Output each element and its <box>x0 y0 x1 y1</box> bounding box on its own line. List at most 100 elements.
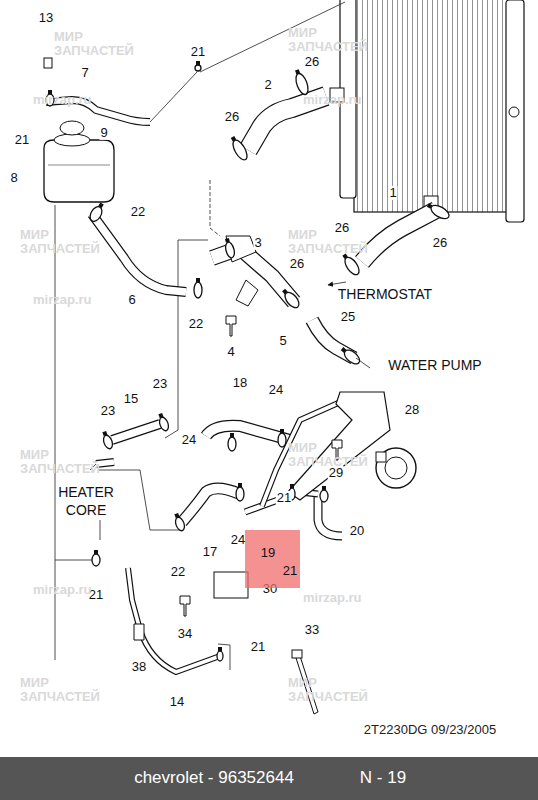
clamp-screw <box>231 136 236 141</box>
callout-number: 9 <box>99 126 108 140</box>
clamp-screw <box>427 203 432 208</box>
callout-number: 21 <box>190 45 206 59</box>
callout-number: 33 <box>304 623 320 637</box>
throttle-bore <box>385 457 407 479</box>
footer-text: chevrolet - 96352644 <box>134 768 294 788</box>
clamp-screw <box>218 647 222 651</box>
hose-clamp <box>174 516 186 532</box>
mounting-plate <box>214 572 248 598</box>
throttle-body <box>376 448 416 488</box>
callout-number: 26 <box>334 221 350 235</box>
watermark: МИР ЗАПЧАСТЕЙ <box>288 26 372 55</box>
bolt <box>180 596 190 616</box>
callout-number: 25 <box>340 310 356 324</box>
callout-number: 26 <box>224 110 240 124</box>
callout-number: 8 <box>9 171 18 185</box>
callout-number: 13 <box>38 11 54 25</box>
annotation: 2T2230DG 09/23/2005 <box>364 723 496 737</box>
hose-clamp <box>102 434 114 450</box>
clamp-screw <box>322 486 326 490</box>
callout-number: 21 <box>14 133 30 147</box>
callout-number: 21 <box>250 640 266 654</box>
callout-number: 22 <box>188 317 204 331</box>
clamp-screw <box>225 238 230 243</box>
watermark: mirzap.ru <box>33 293 117 307</box>
hose-clamp <box>320 490 328 502</box>
clamp-screw <box>282 289 288 295</box>
watermark: МИР ЗАПЧАСТЕЙ <box>288 676 372 705</box>
housing-bracket <box>236 280 258 306</box>
callout-number: 21 <box>276 491 292 505</box>
callout-number: 28 <box>404 403 420 417</box>
hose-clamp <box>278 433 286 447</box>
hose-clamp <box>230 138 250 162</box>
leader-line <box>356 358 370 368</box>
callout-number: 21 <box>283 563 297 578</box>
watermark: mirzap.ru <box>33 93 117 107</box>
callout-number: 6 <box>127 293 136 307</box>
clamp-screw <box>290 484 294 488</box>
watermark: mirzap.ru <box>33 583 117 597</box>
leader-line <box>178 240 208 241</box>
hose-fill <box>112 424 160 440</box>
callout-number: 24 <box>181 433 197 447</box>
hose-fill <box>128 568 220 672</box>
drain-plug <box>509 107 519 117</box>
watermark: mirzap.ru <box>303 591 387 605</box>
annotation: WATER PUMP <box>388 358 481 373</box>
clamp-screw <box>341 347 347 353</box>
callout-number: 24 <box>230 533 246 547</box>
callout-number: 20 <box>349 524 365 538</box>
hose-outline <box>128 568 220 672</box>
callout-number: 2 <box>263 78 272 92</box>
watermark: МИР ЗАПЧАСТЕЙ <box>20 448 104 477</box>
clamp-screw <box>98 203 103 208</box>
clamp-screw <box>94 550 98 554</box>
leader-line <box>165 240 178 438</box>
clamp-screw <box>238 483 242 487</box>
hose-outline <box>206 426 290 440</box>
callout-number: 26 <box>304 55 320 69</box>
callout-number: 18 <box>232 376 248 390</box>
hose-clamp <box>194 282 202 298</box>
callout-number: 23 <box>152 377 168 391</box>
hose-clamp <box>158 416 170 432</box>
callout-number: 22 <box>130 205 146 219</box>
watermark: МИР ЗАПЧАСТЕЙ <box>54 30 138 59</box>
callout-number: 22 <box>170 565 186 579</box>
reservoir-neck <box>54 134 90 146</box>
clamp-screw <box>102 431 107 436</box>
hose-fill <box>206 426 290 440</box>
watermark: МИР ЗАПЧАСТЕЙ <box>288 228 372 257</box>
callout-number: 14 <box>169 695 185 709</box>
callout-number: 15 <box>123 392 139 406</box>
callout-number: 26 <box>289 257 305 271</box>
callout-number: 19 <box>261 545 275 560</box>
coolant-reservoir <box>44 140 114 202</box>
reservoir-cap <box>60 121 84 135</box>
leader-line <box>200 2 345 72</box>
clamp-screw <box>230 433 234 437</box>
leader-line <box>328 282 346 285</box>
bolt <box>226 316 236 336</box>
callout-number: 1 <box>388 186 397 200</box>
footer-band: chevrolet - 96352644N - 19 <box>0 757 538 800</box>
hose-outline <box>362 210 436 262</box>
hose-fill <box>362 210 436 262</box>
hose-clamp <box>92 554 100 566</box>
radiator-tank <box>506 0 524 222</box>
leader-line <box>218 644 230 670</box>
watermark: МИР ЗАПЧАСТЕЙ <box>288 441 372 470</box>
hose-clamp <box>224 241 236 259</box>
radiator-core <box>354 0 508 212</box>
hose-outline <box>182 488 240 522</box>
hose-clamp <box>228 437 236 451</box>
annotation: THERMOSTAT <box>338 287 432 302</box>
hose-outline <box>92 214 186 292</box>
cable-tie-head <box>292 650 302 658</box>
support-bracket <box>288 392 390 500</box>
clamp-screw <box>280 429 284 433</box>
clamp-screw <box>158 413 163 418</box>
screw <box>44 58 52 68</box>
